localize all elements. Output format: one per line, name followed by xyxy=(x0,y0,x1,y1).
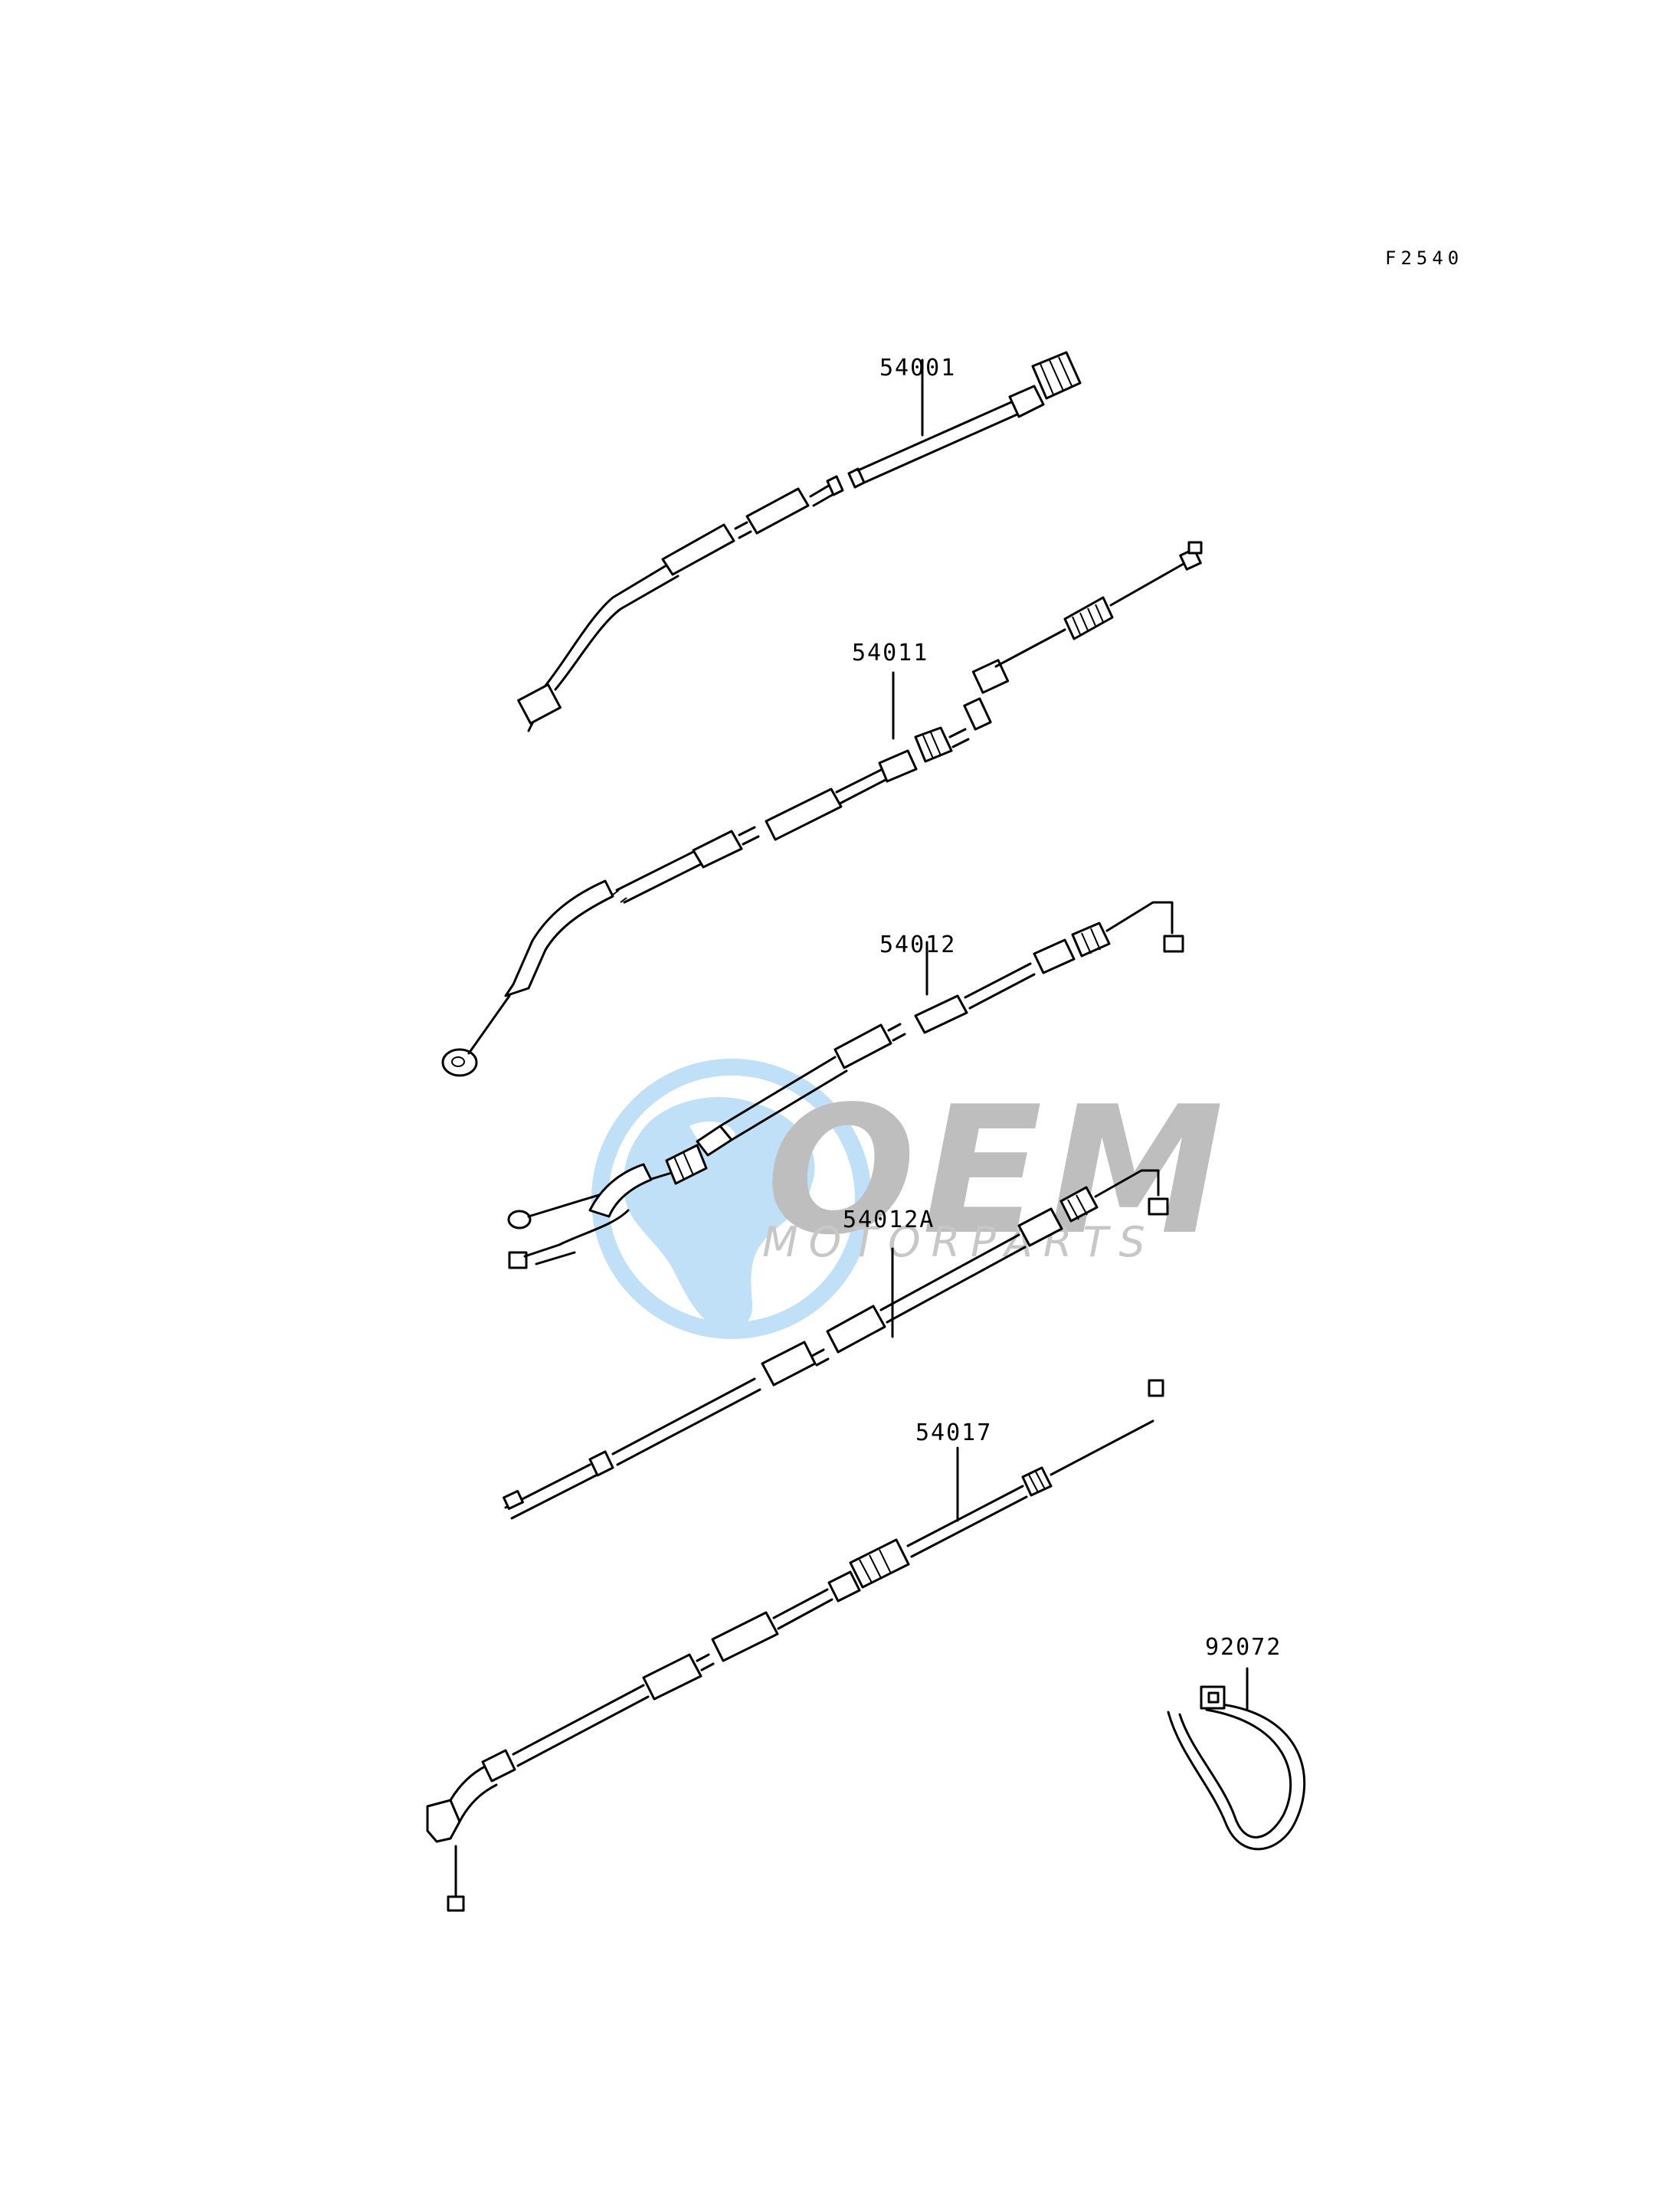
label-54001: 54001 xyxy=(879,355,956,381)
label-54012: 54012 xyxy=(879,932,956,958)
cable-54011[interactable] xyxy=(441,541,1203,1077)
label-54017: 54017 xyxy=(915,1419,992,1446)
label-54012a: 54012A xyxy=(843,1207,935,1233)
label-54011: 54011 xyxy=(852,640,928,666)
cable-54012a[interactable] xyxy=(503,1169,1169,1520)
cable-54017[interactable] xyxy=(426,1379,1164,1912)
cable-54001[interactable] xyxy=(517,351,1082,732)
diagram-code: F2540 xyxy=(1385,247,1463,269)
label-92072: 92072 xyxy=(1205,1634,1282,1661)
cable-54012[interactable] xyxy=(507,901,1184,1229)
tie-92072[interactable] xyxy=(1167,1667,1306,1851)
watermark-sub: MOTORPARTS xyxy=(762,1218,1156,1266)
